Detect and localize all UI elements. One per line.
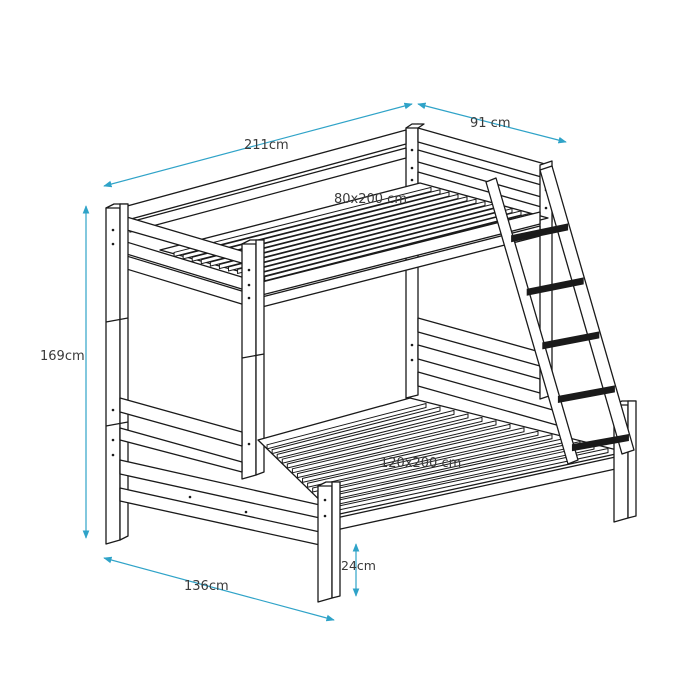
ladder-rung (557, 385, 615, 404)
bed-slat (302, 427, 525, 484)
dimension-lines (82, 102, 567, 622)
bottom-bunk (119, 397, 637, 603)
depth-label: 91 cm (470, 116, 511, 131)
ladder (485, 165, 635, 465)
top-bunk-size-label: 80x200 cm (334, 192, 407, 207)
bed-slat (296, 423, 511, 479)
bed-slat (200, 193, 459, 265)
height-label: 169cm (40, 349, 85, 364)
ladder-rung (571, 434, 629, 452)
leg-height-label: 24cm (341, 558, 376, 573)
bed-slat (281, 413, 469, 464)
bed-slat (266, 402, 427, 450)
bed-slat (276, 409, 455, 460)
bed-slat (228, 200, 486, 272)
width-bottom-label: 136cm (184, 579, 229, 594)
bed-slat (264, 210, 522, 282)
posts (105, 148, 548, 545)
ladder-rung (526, 277, 584, 296)
bed-slat (312, 434, 553, 493)
bed-slat (271, 406, 441, 455)
ladder-rung (542, 331, 600, 350)
bed-slat (307, 430, 539, 488)
ladder-rung (511, 223, 569, 243)
length-label: 211cm (244, 138, 289, 153)
bottom-bunk-size-label: 120x200 cm (380, 456, 461, 471)
bed-slat (286, 416, 483, 469)
bed-slat (209, 196, 468, 267)
bed-slat (218, 198, 477, 270)
bed-slat (173, 186, 432, 258)
bed-slat (291, 420, 497, 474)
